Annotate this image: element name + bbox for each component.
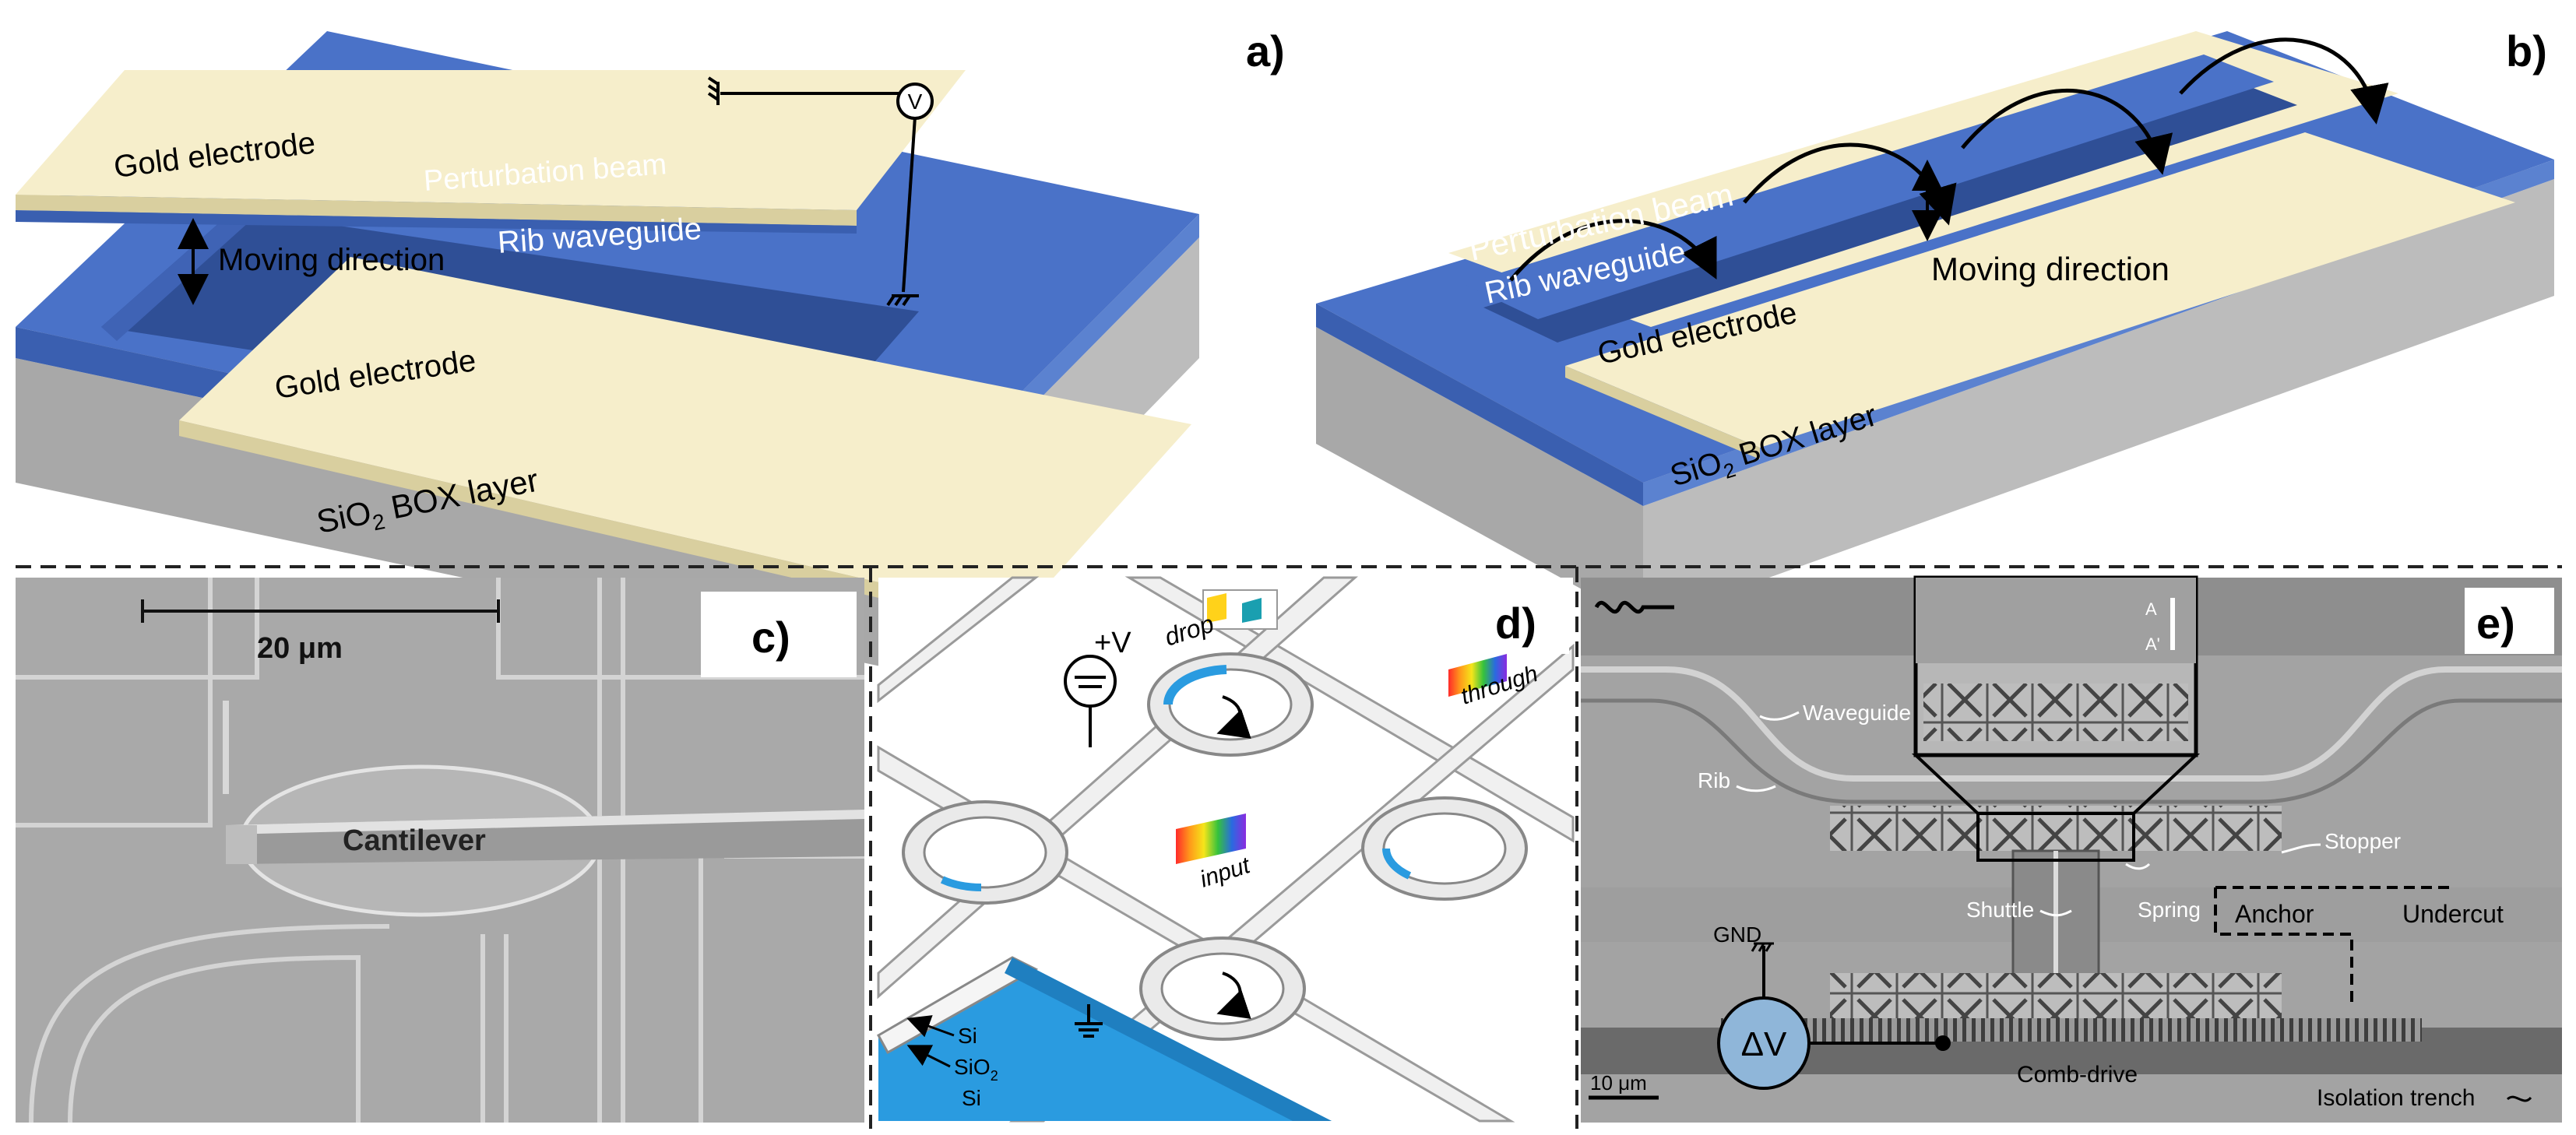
cross-section-cut [1005,958,1332,1121]
perturbation-beam-b [1464,54,2274,319]
label-plus-v: +V [1094,627,1131,659]
curved-arrow-3 [1961,88,2173,175]
panel-d: +V drop through input Si SiO2 Si d) [876,576,1575,1123]
ground-icon-top [707,76,720,105]
ring-right [1361,796,1528,901]
tag-e: e) [2476,599,2515,648]
curved-arrow-1 [1509,219,1717,282]
waveguide-trace [1581,666,2562,782]
gold-electrode-b [1565,132,2515,448]
comb-drive [1721,1018,2422,1042]
through-spectrum [1448,654,1507,697]
pointer-lines [1736,711,2321,917]
ring-bottom [1139,936,1306,1041]
input-spectrum [1176,813,1246,864]
label-moving-b: Moving direction [1931,251,2170,287]
tag-d: d) [1495,599,1536,648]
wire-node [1935,1035,1951,1051]
label-stopper: Stopper [2324,829,2401,853]
ground-icon-d [1075,1004,1103,1038]
panel-borders [16,565,2562,1129]
x-array-bottom [1830,973,2282,1018]
scale-label-e: 10 μm [1590,1071,1647,1095]
tag-box-c [701,592,857,677]
label-cantilever: Cantilever [343,824,486,857]
gnd-icon [1751,942,1774,952]
tag-c: c) [751,613,790,662]
label-comb: Comb-drive [2017,1062,2138,1088]
zoom-x-row [1923,683,2188,741]
delta-v-source-icon [1717,996,1811,1090]
tag-b: b) [2506,26,2547,76]
label-moving: Moving direction [218,243,445,277]
label-spring: Spring [2138,898,2201,922]
gold-electrode-top [16,70,966,210]
rib-top [101,210,249,341]
label-section-a: A [2145,599,2157,619]
tag-box-d [1480,588,1569,654]
label-si-bottom: Si [962,1086,981,1110]
label-undercut: Undercut [2402,900,2504,928]
tag-box-e [2465,588,2554,654]
cantilever-end [226,825,257,864]
label-sio2: SiO2 [954,1055,998,1084]
scale-bar-c [141,599,500,623]
tag-a: a) [1246,26,1285,76]
label-delta-v: ΔV [1741,1025,1787,1063]
box-layer-front-b [1316,327,1643,623]
label-isolation: Isolation trench [2317,1085,2475,1111]
anchor-outline [2214,887,2353,1004]
panel-c: Cantilever 20 μm c) [16,578,864,1123]
gold-electrode-b-edge [1565,366,1760,459]
label-section-a2: A' [2145,634,2160,654]
voltage-label: V [908,90,923,114]
beam-front [16,210,857,234]
gold-electrode-top-edge [16,195,857,226]
curved-arrow-4 [2179,37,2389,125]
rib-trace [1581,698,2562,804]
label-anchor: Anchor [2235,900,2314,928]
drop-spectrum-2 [1242,598,1262,623]
label-gnd: GND [1713,922,1761,947]
panel-b: Perturbation beam Rib waveguide Gold ele… [1316,26,2554,623]
ring-left [902,800,1068,905]
label-waveguide: Waveguide [1803,701,1911,725]
layer-pointers [906,1015,955,1068]
zoom-target-box [1976,812,2135,862]
blue-layer-b-front [1316,304,1643,506]
label-shuttle: Shuttle [1966,898,2034,922]
voltage-source-icon [896,83,934,120]
input-signal-icon [1594,600,1674,614]
label-si-top: Si [958,1024,977,1048]
wire [902,116,917,293]
scale-label-c: 20 μm [257,632,343,665]
zoom-inset-top [1916,578,2196,663]
isolation-squiggle [2506,1095,2532,1102]
panel-a: V Gold electrode Perturbation beam Rib w… [16,26,1285,669]
drop-spectrum [1207,593,1226,623]
label-rib-e: Rib [1698,768,1730,792]
panel-e: A A' ΔV Waveguide Rib Stopper [1581,575,2562,1123]
ring-top [1147,652,1314,757]
ground-icon [886,294,919,307]
box-layer-side-b [1643,179,2554,623]
cantilever-top [226,810,864,835]
gold-electrode-bottom [179,257,1191,615]
voltage-source-d-icon [1064,655,1117,747]
